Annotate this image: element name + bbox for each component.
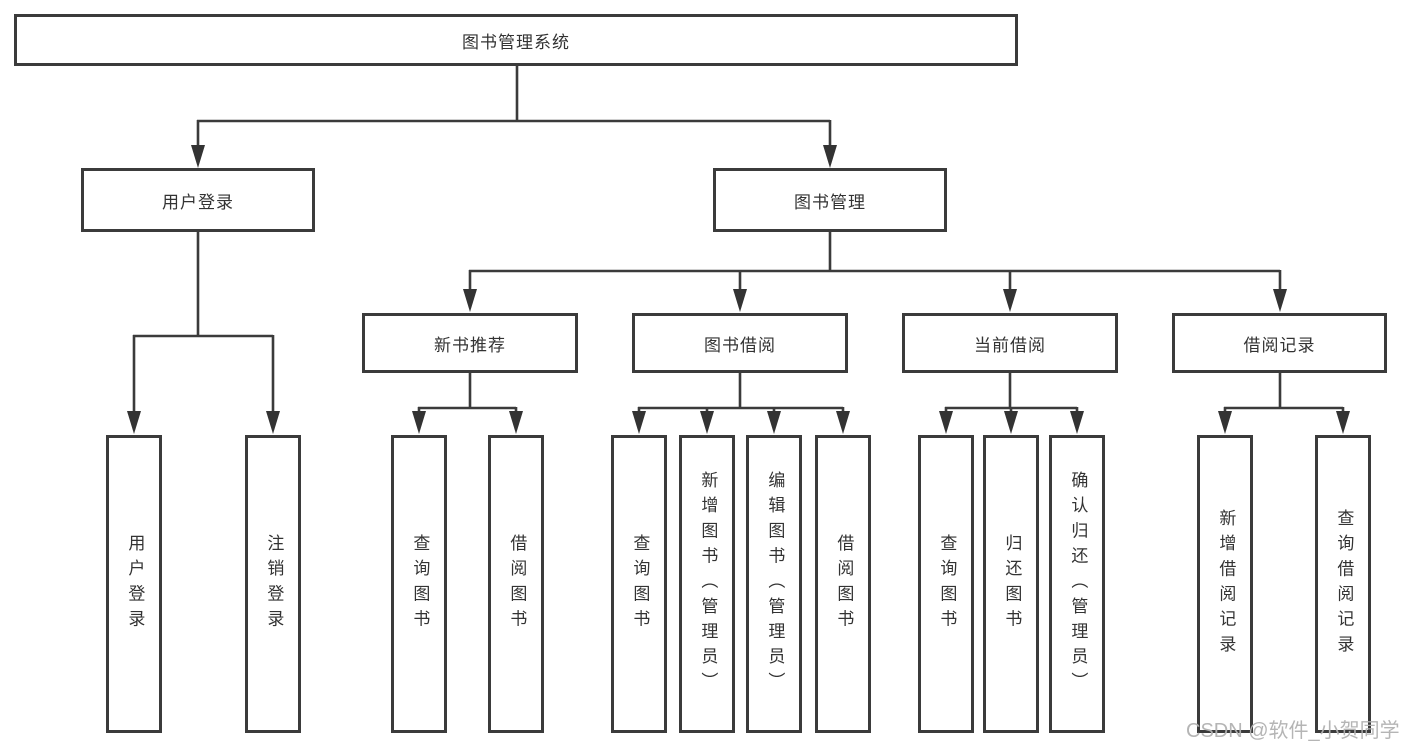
arrow-down-icon (632, 411, 646, 434)
node-borrow-records: 借阅记录 (1172, 313, 1387, 373)
arrow-down-icon (836, 411, 850, 434)
arrow-down-icon (823, 145, 837, 168)
arrow-down-icon (412, 411, 426, 434)
leaf-confirm-return-admin: 确认归还（管理员） (1049, 435, 1105, 733)
leaf-borrow-books: 借阅图书 (815, 435, 871, 733)
leaf-add-books-admin: 新增图书（管理员） (679, 435, 735, 733)
arrow-down-icon (939, 411, 953, 434)
arrow-down-icon (1003, 289, 1017, 312)
arrow-down-icon (733, 289, 747, 312)
node-new-book-recommend: 新书推荐 (362, 313, 578, 373)
node-user-login: 用户登录 (81, 168, 315, 232)
arrow-down-icon (1273, 289, 1287, 312)
leaf-return-books: 归还图书 (983, 435, 1039, 733)
arrow-down-icon (191, 145, 205, 168)
arrow-down-icon (463, 289, 477, 312)
leaf-edit-books-admin: 编辑图书（管理员） (746, 435, 802, 733)
arrow-down-icon (1336, 411, 1350, 434)
arrow-down-icon (1070, 411, 1084, 434)
leaf-query-borrow-record: 查询借阅记录 (1315, 435, 1371, 733)
leaf-logout: 注销登录 (245, 435, 301, 733)
node-book-borrow: 图书借阅 (632, 313, 848, 373)
arrow-down-icon (509, 411, 523, 434)
leaf-query-books: 查询图书 (391, 435, 447, 733)
arrow-down-icon (127, 411, 141, 434)
leaf-query-books: 查询图书 (918, 435, 974, 733)
leaf-user-login: 用户登录 (106, 435, 162, 733)
arrow-down-icon (767, 411, 781, 434)
node-root-system: 图书管理系统 (14, 14, 1018, 66)
csdn-watermark: CSDN @软件_小贺同学 (1186, 720, 1400, 742)
arrow-down-icon (266, 411, 280, 434)
node-book-management: 图书管理 (713, 168, 947, 232)
arrow-down-icon (1004, 411, 1018, 434)
arrow-down-icon (700, 411, 714, 434)
leaf-query-books: 查询图书 (611, 435, 667, 733)
leaf-add-borrow-record: 新增借阅记录 (1197, 435, 1253, 733)
arrow-down-icon (1218, 411, 1232, 434)
node-current-borrow: 当前借阅 (902, 313, 1118, 373)
leaf-borrow-books: 借阅图书 (488, 435, 544, 733)
